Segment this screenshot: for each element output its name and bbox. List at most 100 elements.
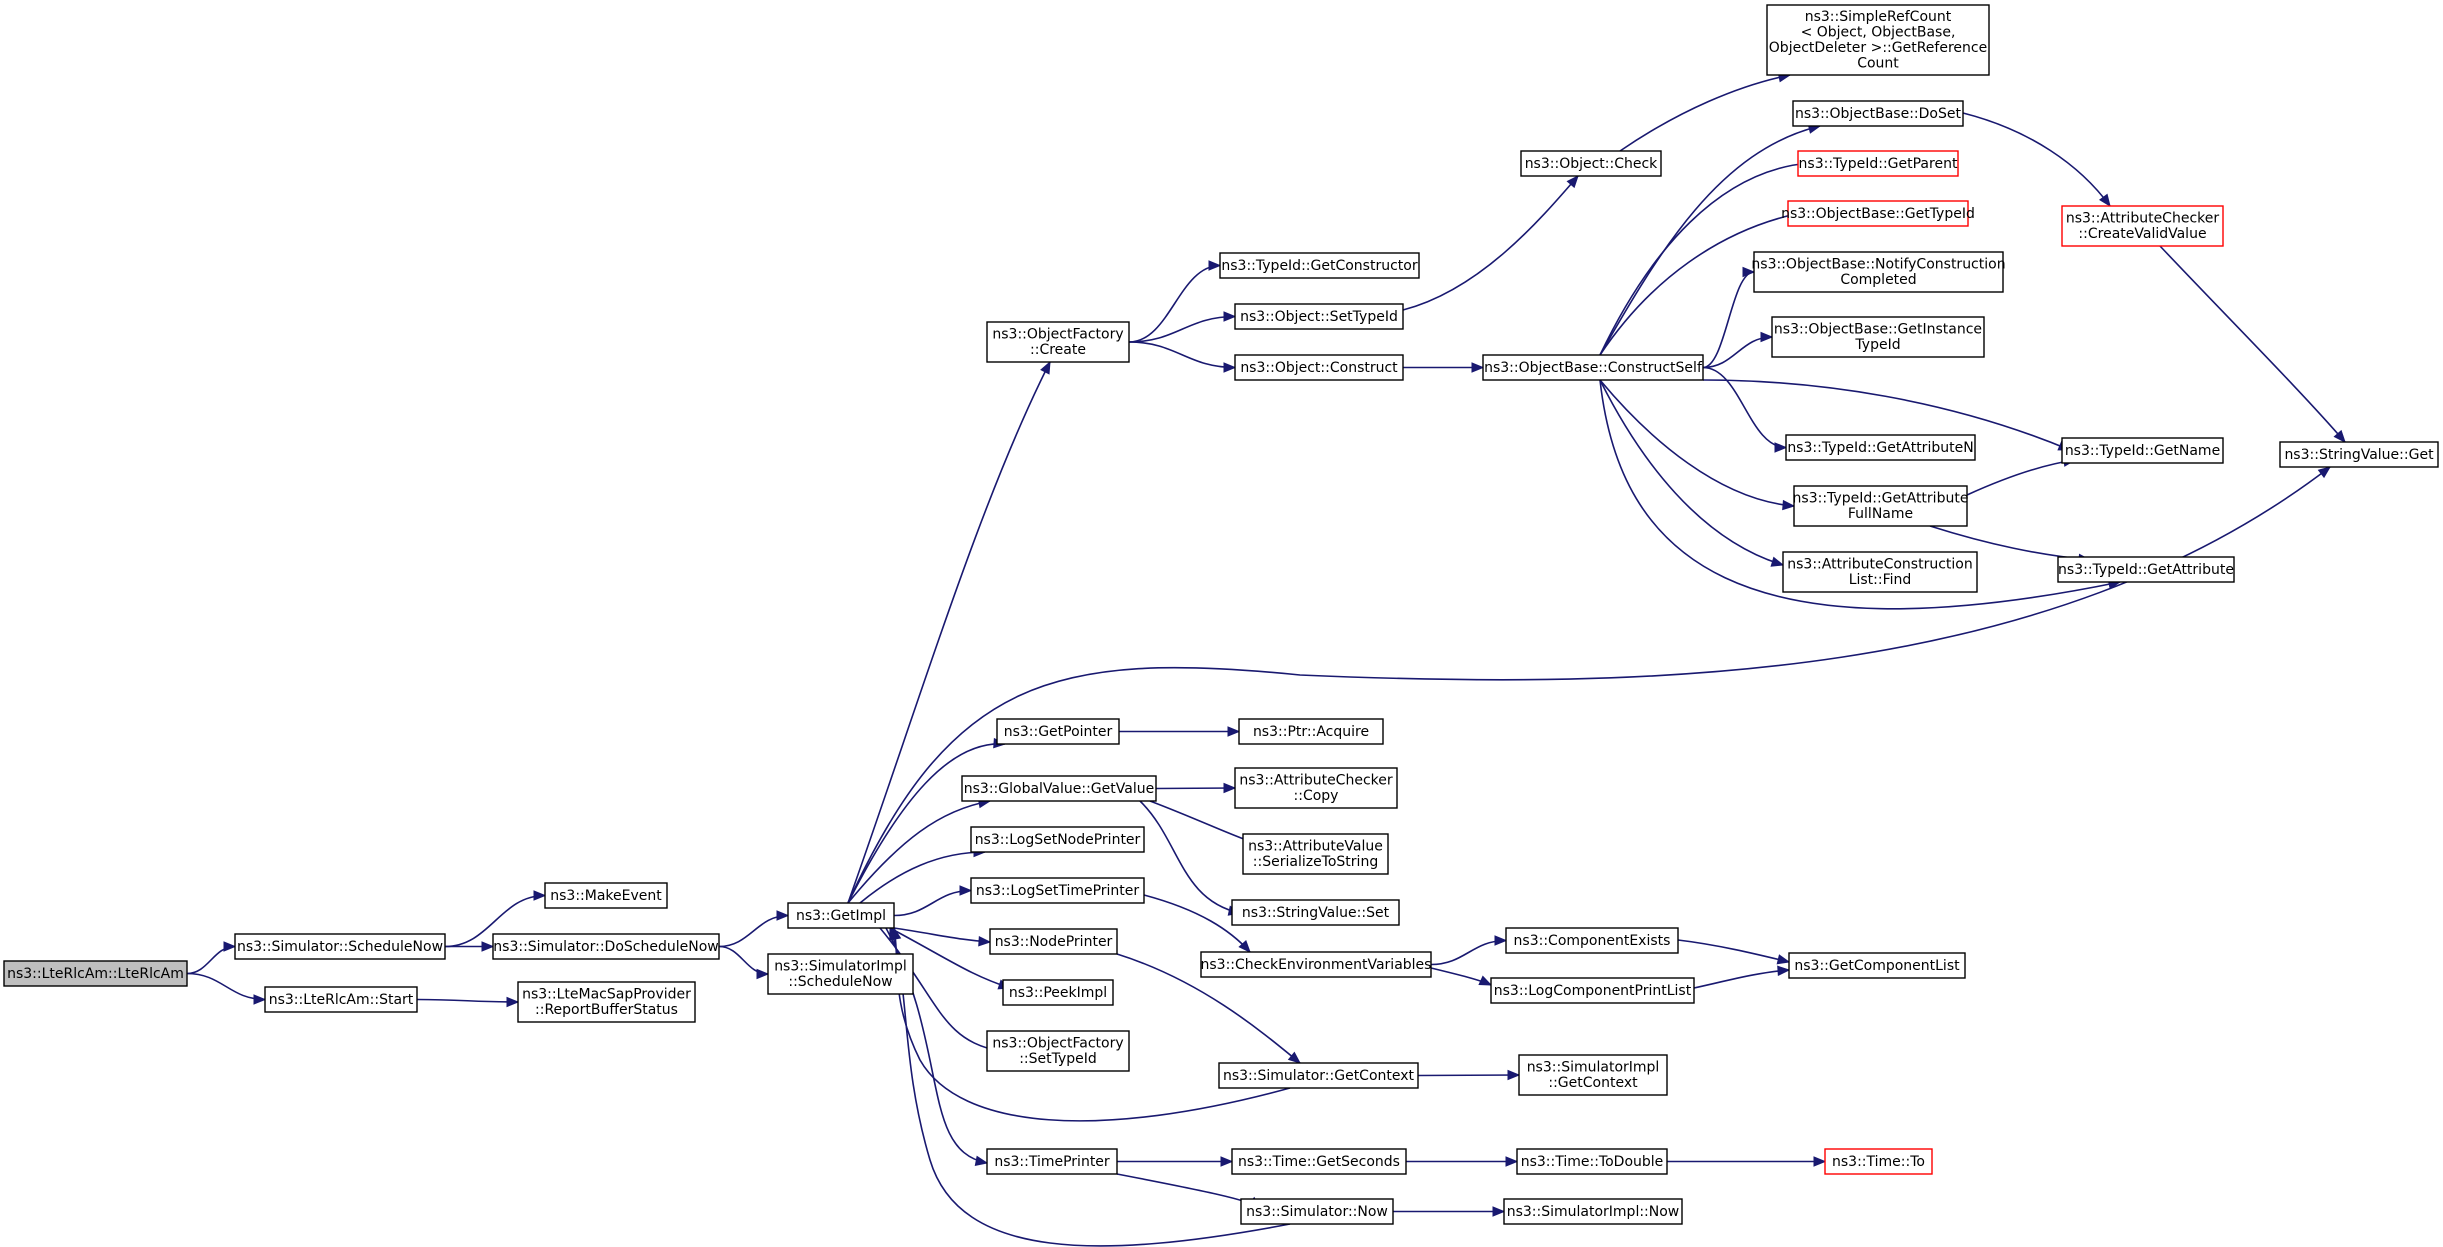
node-lte-rlc-am-start[interactable]: ns3::LteRlcAm::Start (264, 986, 418, 1013)
edge-get_impl-to-objfactory_create-arrowhead (1040, 360, 1051, 375)
node-make-event[interactable]: ns3::MakeEvent (544, 882, 668, 909)
node-label-line: ns3::SimulatorImpl::Now (1507, 1204, 1680, 1220)
node-label-line: ns3::Simulator::Now (1246, 1204, 1388, 1220)
node-simimpl-schedule-now[interactable]: ns3::SimulatorImpl::ScheduleNow (767, 953, 914, 995)
node-get-impl[interactable]: ns3::GetImpl (787, 902, 895, 929)
edge-sim_schedule_now-to-sim_do_schedule_now-arrowhead (481, 941, 495, 952)
edge-time_printer-to-time_get_seconds-arrowhead (1220, 1156, 1234, 1167)
node-label-line: ns3::ObjectBase::GetTypeId (1781, 206, 1975, 222)
edge-sim_do_schedule_now-to-simimpl_schedule_now (718, 945, 769, 975)
node-label-line: ns3::TypeId::GetConstructor (1221, 258, 1417, 274)
node-box (1490, 977, 1695, 1004)
node-get-pointer[interactable]: ns3::GetPointer (996, 718, 1120, 745)
node-sim-schedule-now[interactable]: ns3::Simulator::ScheduleNow (234, 933, 446, 960)
edge-lte_rlc_am_ctor-to-lte_rlc_am_start (186, 972, 266, 1001)
edge-get_impl-to-peek_impl (889, 927, 1011, 989)
node-attrchecker-create-valid[interactable]: ns3::AttributeChecker::CreateValidValue (2061, 205, 2224, 247)
node-objbase-doset[interactable]: ns3::ObjectBase::DoSet (1792, 100, 1964, 127)
node-label-line: ::SerializeToString (1253, 854, 1378, 870)
node-object-construct[interactable]: ns3::Object::Construct (1234, 354, 1404, 381)
node-objbase-get-typeid[interactable]: ns3::ObjectBase::GetTypeId (1781, 200, 1975, 227)
node-peek-impl[interactable]: ns3::PeekImpl (1002, 979, 1114, 1006)
node-box (1482, 354, 1704, 381)
node-label-line: FullName (1848, 506, 1913, 522)
node-objfactory-settypeid[interactable]: ns3::ObjectFactory::SetTypeId (986, 1030, 1130, 1072)
node-simple-ref-count[interactable]: ns3::SimpleRefCount< Object, ObjectBase,… (1766, 4, 1990, 76)
edges-layer (186, 72, 2346, 1247)
node-object-settypeid[interactable]: ns3::Object::SetTypeId (1234, 303, 1404, 330)
edge-get_pointer-to-ptr_acquire-arrowhead (1227, 726, 1241, 737)
node-typeid-get-name[interactable]: ns3::TypeId::GetName (2061, 437, 2224, 464)
node-typeid-get-attribute-n[interactable]: ns3::TypeId::GetAttributeN (1785, 434, 1976, 461)
node-attrchecker-copy[interactable]: ns3::AttributeChecker::Copy (1234, 767, 1398, 809)
edge-gv_get_value-to-stringvalue_set (1139, 800, 1241, 914)
node-stringvalue-get[interactable]: ns3::StringValue::Get (2279, 441, 2439, 468)
node-sim-get-context[interactable]: ns3::Simulator::GetContext (1218, 1062, 1419, 1089)
node-typeid-get-parent[interactable]: ns3::TypeId::GetParent (1797, 150, 1959, 177)
edge-get_impl-to-log_set_time_printer (893, 889, 972, 917)
node-check-env-vars[interactable]: ns3::CheckEnvironmentVariables (1200, 951, 1432, 978)
node-box (1242, 833, 1389, 875)
edge-object_settypeid-to-object_check (1402, 175, 1579, 311)
node-label-line: ns3::SimpleRefCount (1805, 9, 1952, 25)
node-time-to[interactable]: ns3::Time::To (1824, 1148, 1933, 1175)
node-attrvalue-serialize[interactable]: ns3::AttributeValue::SerializeToString (1242, 833, 1389, 875)
node-stringvalue-set[interactable]: ns3::StringValue::Set (1231, 899, 1400, 926)
node-label-line: ns3::PeekImpl (1009, 985, 1107, 1001)
node-component-exists[interactable]: ns3::ComponentExists (1505, 927, 1679, 954)
node-objbase-notify[interactable]: ns3::ObjectBase::NotifyConstructionCompl… (1751, 251, 2006, 293)
edge-get_impl-to-node_printer-arrowhead (978, 936, 992, 947)
node-object-check[interactable]: ns3::Object::Check (1520, 150, 1662, 177)
node-box (1518, 1054, 1668, 1096)
edge-get_impl-to-time_printer-arrowhead (974, 1155, 989, 1166)
node-objbase-construct-self[interactable]: ns3::ObjectBase::ConstructSelf (1482, 354, 1704, 381)
node-gv-get-value[interactable]: ns3::GlobalValue::GetValue (961, 775, 1157, 802)
node-time-get-seconds[interactable]: ns3::Time::GetSeconds (1231, 1148, 1407, 1175)
node-objfactory-create[interactable]: ns3::ObjectFactory::Create (986, 321, 1130, 363)
node-log-component-print-list[interactable]: ns3::LogComponentPrintList (1490, 977, 1695, 1004)
node-label-line: ns3::LogSetTimePrinter (976, 883, 1140, 899)
edge-log_set_time_printer-to-check_env_vars-arrowhead (1238, 939, 1251, 953)
node-sim-do-schedule-now[interactable]: ns3::Simulator::DoScheduleNow (492, 933, 720, 960)
node-label-line: ns3::ObjectBase::DoSet (1795, 106, 1961, 122)
node-mac-sap-report[interactable]: ns3::LteMacSapProvider::ReportBufferStat… (517, 981, 696, 1023)
node-label-line: List::Find (1849, 572, 1912, 588)
edge-get_impl-to-log_set_time_printer-arrowhead (959, 885, 973, 896)
node-label-line: ::CreateValidValue (2078, 226, 2206, 242)
node-box (1234, 354, 1404, 381)
node-sim-now[interactable]: ns3::Simulator::Now (1240, 1198, 1394, 1225)
node-typeid-get-constructor[interactable]: ns3::TypeId::GetConstructor (1219, 252, 1420, 279)
edge-log_component_print_list-to-get_component_list-arrowhead (1777, 965, 1791, 977)
edge-node_printer-to-sim_get_context-arrowhead (1287, 1051, 1302, 1064)
edge-objbase_construct_self-to-objbase_get_instance_typeid-arrowhead (1760, 331, 1774, 343)
edge-get_impl-to-stringvalue_get-arrowhead (2317, 466, 2332, 479)
node-box (1231, 1148, 1407, 1175)
edge-attrchecker_create_valid-to-stringvalue_get (2159, 245, 2346, 443)
node-node-printer[interactable]: ns3::NodePrinter (989, 928, 1118, 955)
node-label-line: ns3::Simulator::GetContext (1223, 1068, 1415, 1084)
edge-get_impl-to-gv_get_value (847, 800, 991, 904)
node-label-line: ns3::Time::GetSeconds (1238, 1154, 1400, 1170)
node-box (264, 986, 418, 1013)
node-label-line: ns3::GetComponentList (1794, 958, 1960, 974)
node-lte-rlc-am-ctor[interactable]: ns3::LteRlcAm::LteRlcAm (3, 960, 188, 987)
node-label-line: ns3::TypeId::GetAttribute (1793, 491, 1969, 507)
node-get-component-list[interactable]: ns3::GetComponentList (1788, 952, 1966, 979)
node-time-printer[interactable]: ns3::TimePrinter (986, 1148, 1118, 1175)
node-label-line: ns3::AttributeConstruction (1787, 557, 1972, 573)
node-simimpl-now[interactable]: ns3::SimulatorImpl::Now (1503, 1198, 1683, 1225)
node-simimpl-get-context[interactable]: ns3::SimulatorImpl::GetContext (1518, 1054, 1668, 1096)
node-label-line: ns3::StringValue::Get (2284, 447, 2434, 463)
node-log-set-time-printer[interactable]: ns3::LogSetTimePrinter (970, 877, 1145, 904)
edge-objfactory_create-to-typeid_get_constructor-arrowhead (1208, 260, 1222, 271)
node-ptr-acquire[interactable]: ns3::Ptr::Acquire (1238, 718, 1384, 745)
edge-typeid_get_attribute_fullname-to-typeid_get_name (1966, 459, 2076, 496)
edge-lte_rlc_am_ctor-to-sim_schedule_now (186, 945, 236, 975)
node-log-set-node-printer[interactable]: ns3::LogSetNodePrinter (970, 826, 1145, 853)
node-time-to-double[interactable]: ns3::Time::ToDouble (1516, 1148, 1668, 1175)
node-typeid-get-attribute[interactable]: ns3::TypeId::GetAttribute (2057, 556, 2235, 583)
node-box (1002, 979, 1114, 1006)
